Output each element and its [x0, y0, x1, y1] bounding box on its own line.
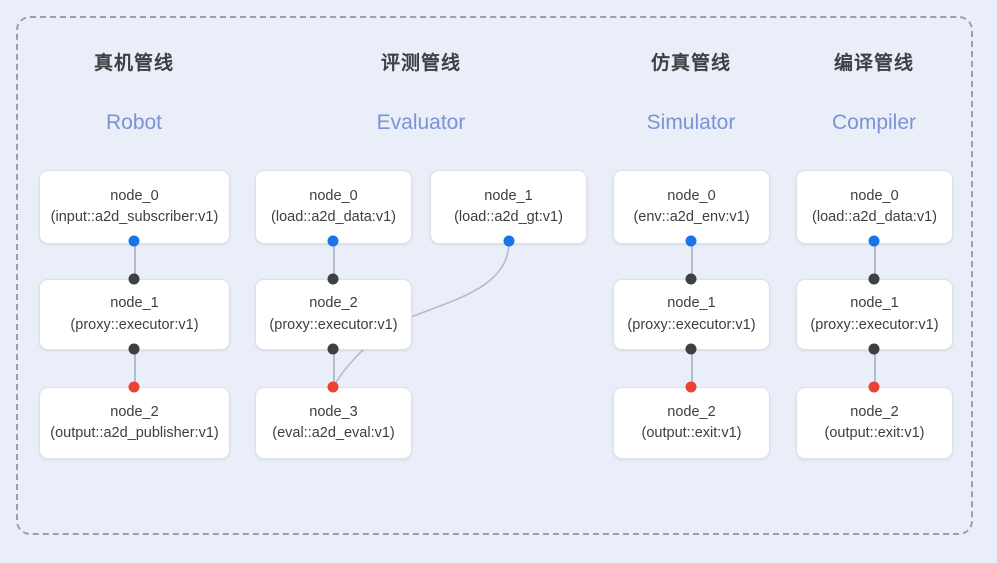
column-title-compiler: 编译管线 — [833, 53, 914, 74]
port-input-compiler-1[interactable] — [868, 273, 880, 285]
node-robot-2[interactable]: node_2 (output::a2d_publisher:v1) — [39, 387, 230, 459]
node-type: (output::a2d_publisher:v1) — [50, 425, 219, 441]
node-simulator-2[interactable]: node_2 (output::exit:v1) — [613, 387, 770, 459]
node-name: node_0 — [850, 187, 899, 204]
column-simulator: 仿真管线 Simulator — [593, 48, 789, 135]
port-output-evaluator-0[interactable] — [327, 235, 339, 247]
node-name: node_3 — [309, 403, 358, 420]
node-evaluator-1[interactable]: node_1 (load::a2d_gt:v1) — [430, 170, 587, 244]
port-input-robot-2[interactable] — [128, 381, 140, 393]
node-simulator-0[interactable]: node_0 (env::a2d_env:v1) — [613, 170, 770, 244]
link-robot-0-1 — [134, 241, 136, 279]
diagram-dashed-frame — [16, 16, 973, 535]
port-output-evaluator-1[interactable] — [503, 235, 515, 247]
node-type: (proxy::executor:v1) — [269, 316, 398, 333]
column-subtitle-simulator: Simulator — [646, 111, 736, 134]
node-name: node_0 — [110, 187, 159, 204]
node-name: node_1 — [667, 295, 716, 312]
port-input-robot-1[interactable] — [128, 273, 140, 285]
column-subtitle-evaluator: Evaluator — [376, 111, 466, 134]
link-robot-1-2 — [134, 349, 136, 387]
link-sim-0-1 — [691, 241, 693, 279]
column-title-evaluator: 评测管线 — [380, 53, 461, 74]
port-output-compiler-0[interactable] — [868, 235, 880, 247]
node-type: (output::exit:v1) — [641, 425, 742, 441]
node-name: node_1 — [850, 295, 899, 312]
node-name: node_0 — [309, 187, 358, 204]
column-compiler: 编译管线 Compiler — [776, 48, 972, 135]
node-name: node_2 — [850, 403, 899, 420]
port-input-evaluator-3[interactable] — [327, 381, 339, 393]
link-comp-0-1 — [874, 241, 876, 279]
node-type: (load::a2d_data:v1) — [812, 209, 937, 225]
port-output-simulator-1[interactable] — [685, 343, 697, 355]
port-input-simulator-2[interactable] — [685, 381, 697, 393]
link-comp-1-2 — [874, 349, 876, 387]
column-robot: 真机管线 Robot — [36, 48, 232, 135]
node-name: node_1 — [484, 187, 533, 204]
port-input-simulator-1[interactable] — [685, 273, 697, 285]
node-type: (eval::a2d_eval:v1) — [272, 425, 395, 441]
node-name: node_2 — [667, 403, 716, 420]
node-compiler-2[interactable]: node_2 (output::exit:v1) — [796, 387, 953, 459]
node-evaluator-0[interactable]: node_0 (load::a2d_data:v1) — [255, 170, 412, 244]
port-output-robot-1[interactable] — [128, 343, 140, 355]
column-subtitle-robot: Robot — [105, 111, 163, 134]
node-simulator-1[interactable]: node_1 (proxy::executor:v1) — [613, 279, 770, 350]
node-robot-1[interactable]: node_1 (proxy::executor:v1) — [39, 279, 230, 350]
node-name: node_2 — [309, 295, 358, 312]
node-type: (proxy::executor:v1) — [627, 316, 756, 333]
port-output-simulator-0[interactable] — [685, 235, 697, 247]
node-compiler-0[interactable]: node_0 (load::a2d_data:v1) — [796, 170, 953, 244]
port-input-compiler-2[interactable] — [868, 381, 880, 393]
node-evaluator-2[interactable]: node_2 (proxy::executor:v1) — [255, 279, 412, 350]
node-type: (load::a2d_data:v1) — [271, 209, 396, 225]
node-evaluator-3[interactable]: node_3 (eval::a2d_eval:v1) — [255, 387, 412, 459]
port-output-compiler-1[interactable] — [868, 343, 880, 355]
column-evaluator: 评测管线 Evaluator — [323, 48, 519, 135]
node-type: (env::a2d_env:v1) — [633, 209, 750, 225]
column-title-simulator: 仿真管线 — [650, 53, 731, 74]
node-name: node_2 — [110, 403, 159, 420]
node-name: node_1 — [110, 295, 159, 312]
node-type: (input::a2d_subscriber:v1) — [50, 209, 219, 225]
port-output-robot-0[interactable] — [128, 235, 140, 247]
link-sim-1-2 — [691, 349, 693, 387]
node-type: (proxy::executor:v1) — [810, 316, 939, 333]
port-input-evaluator-2[interactable] — [327, 273, 339, 285]
node-robot-0[interactable]: node_0 (input::a2d_subscriber:v1) — [39, 170, 230, 244]
node-type: (output::exit:v1) — [824, 425, 925, 441]
link-eval-0-2 — [333, 241, 335, 279]
node-compiler-1[interactable]: node_1 (proxy::executor:v1) — [796, 279, 953, 350]
node-name: node_0 — [667, 187, 716, 204]
column-subtitle-compiler: Compiler — [831, 111, 917, 134]
node-type: (proxy::executor:v1) — [70, 316, 199, 333]
node-type: (load::a2d_gt:v1) — [454, 209, 563, 225]
port-output-evaluator-2[interactable] — [327, 343, 339, 355]
column-title-robot: 真机管线 — [93, 53, 174, 74]
